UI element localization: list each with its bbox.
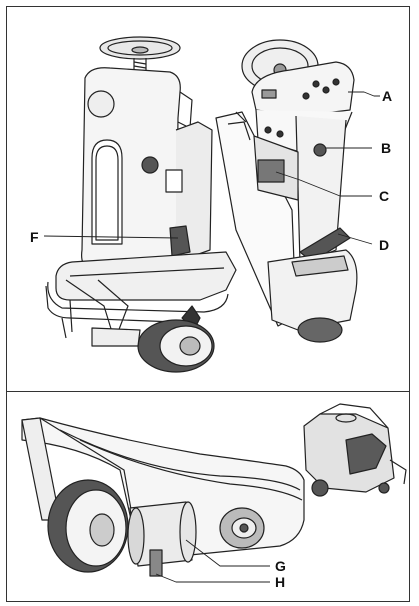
leader-lines-top — [43, 91, 380, 245]
callout-g: G — [275, 558, 286, 574]
underside-view — [21, 417, 305, 577]
callout-c: C — [379, 188, 390, 204]
machine-rear-view — [45, 36, 237, 373]
callout-h: H — [275, 574, 286, 590]
machine-front-view — [215, 39, 358, 343]
leader-lines-bottom — [155, 539, 270, 583]
inset-machine — [303, 403, 407, 497]
callout-b: B — [381, 140, 392, 156]
callout-f: F — [30, 229, 39, 245]
callout-a: A — [382, 88, 393, 104]
callout-d: D — [379, 237, 390, 253]
